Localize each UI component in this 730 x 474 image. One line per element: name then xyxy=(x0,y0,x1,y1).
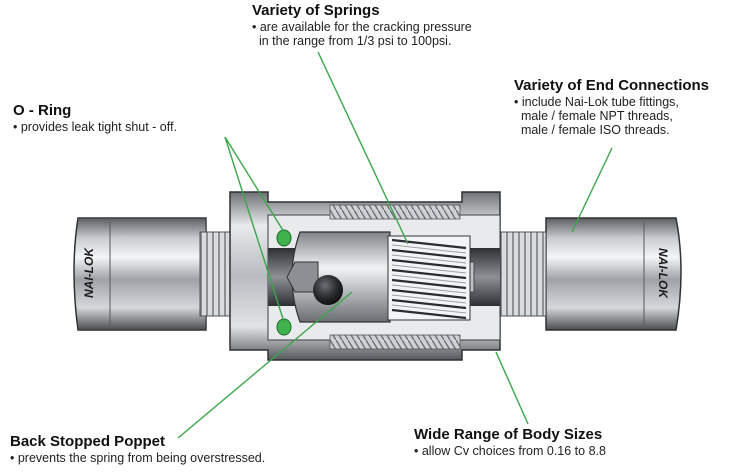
left-nut xyxy=(73,217,231,331)
callout-title: Variety of End Connections xyxy=(514,77,710,94)
callout-o-ring: O - Ring • provides leak tight shut - of… xyxy=(13,102,177,134)
o-ring-bottom xyxy=(276,318,292,336)
callout-back-stopped-poppet: Back Stopped Poppet • prevents the sprin… xyxy=(10,433,266,465)
callout-line: • prevents the spring from being overstr… xyxy=(10,450,266,465)
callout-line: • allow Cv choices from 0.16 to 8.8 xyxy=(414,443,606,458)
callout-end-connections: Variety of End Connections • include Nai… xyxy=(514,77,710,137)
o-ring-top xyxy=(276,229,292,247)
ball xyxy=(313,275,343,305)
callout-line: in the range from 1/3 psi to 100psi. xyxy=(252,33,452,48)
callout-line: • include Nai-Lok tube fittings, xyxy=(514,94,679,109)
callout-title: Back Stopped Poppet xyxy=(10,433,166,450)
callout-title: O - Ring xyxy=(13,102,72,119)
right-nut-label: NAI-LOK xyxy=(656,248,670,299)
callout-body-sizes: Wide Range of Body Sizes • allow Cv choi… xyxy=(414,426,606,458)
spring xyxy=(387,235,471,321)
leader-lines xyxy=(177,51,613,439)
left-nut-label: NAI-LOK xyxy=(82,247,96,298)
callout-title: Wide Range of Body Sizes xyxy=(414,426,603,443)
callout-line: • are available for the cracking pressur… xyxy=(252,19,472,34)
callout-title: Variety of Springs xyxy=(252,2,380,19)
callout-line: male / female ISO threads. xyxy=(514,122,670,137)
callout-line: male / female NPT threads, xyxy=(514,108,673,123)
right-nut xyxy=(499,217,682,331)
callout-variety-of-springs: Variety of Springs • are available for t… xyxy=(252,2,472,48)
callout-line: • provides leak tight shut - off. xyxy=(13,119,177,134)
